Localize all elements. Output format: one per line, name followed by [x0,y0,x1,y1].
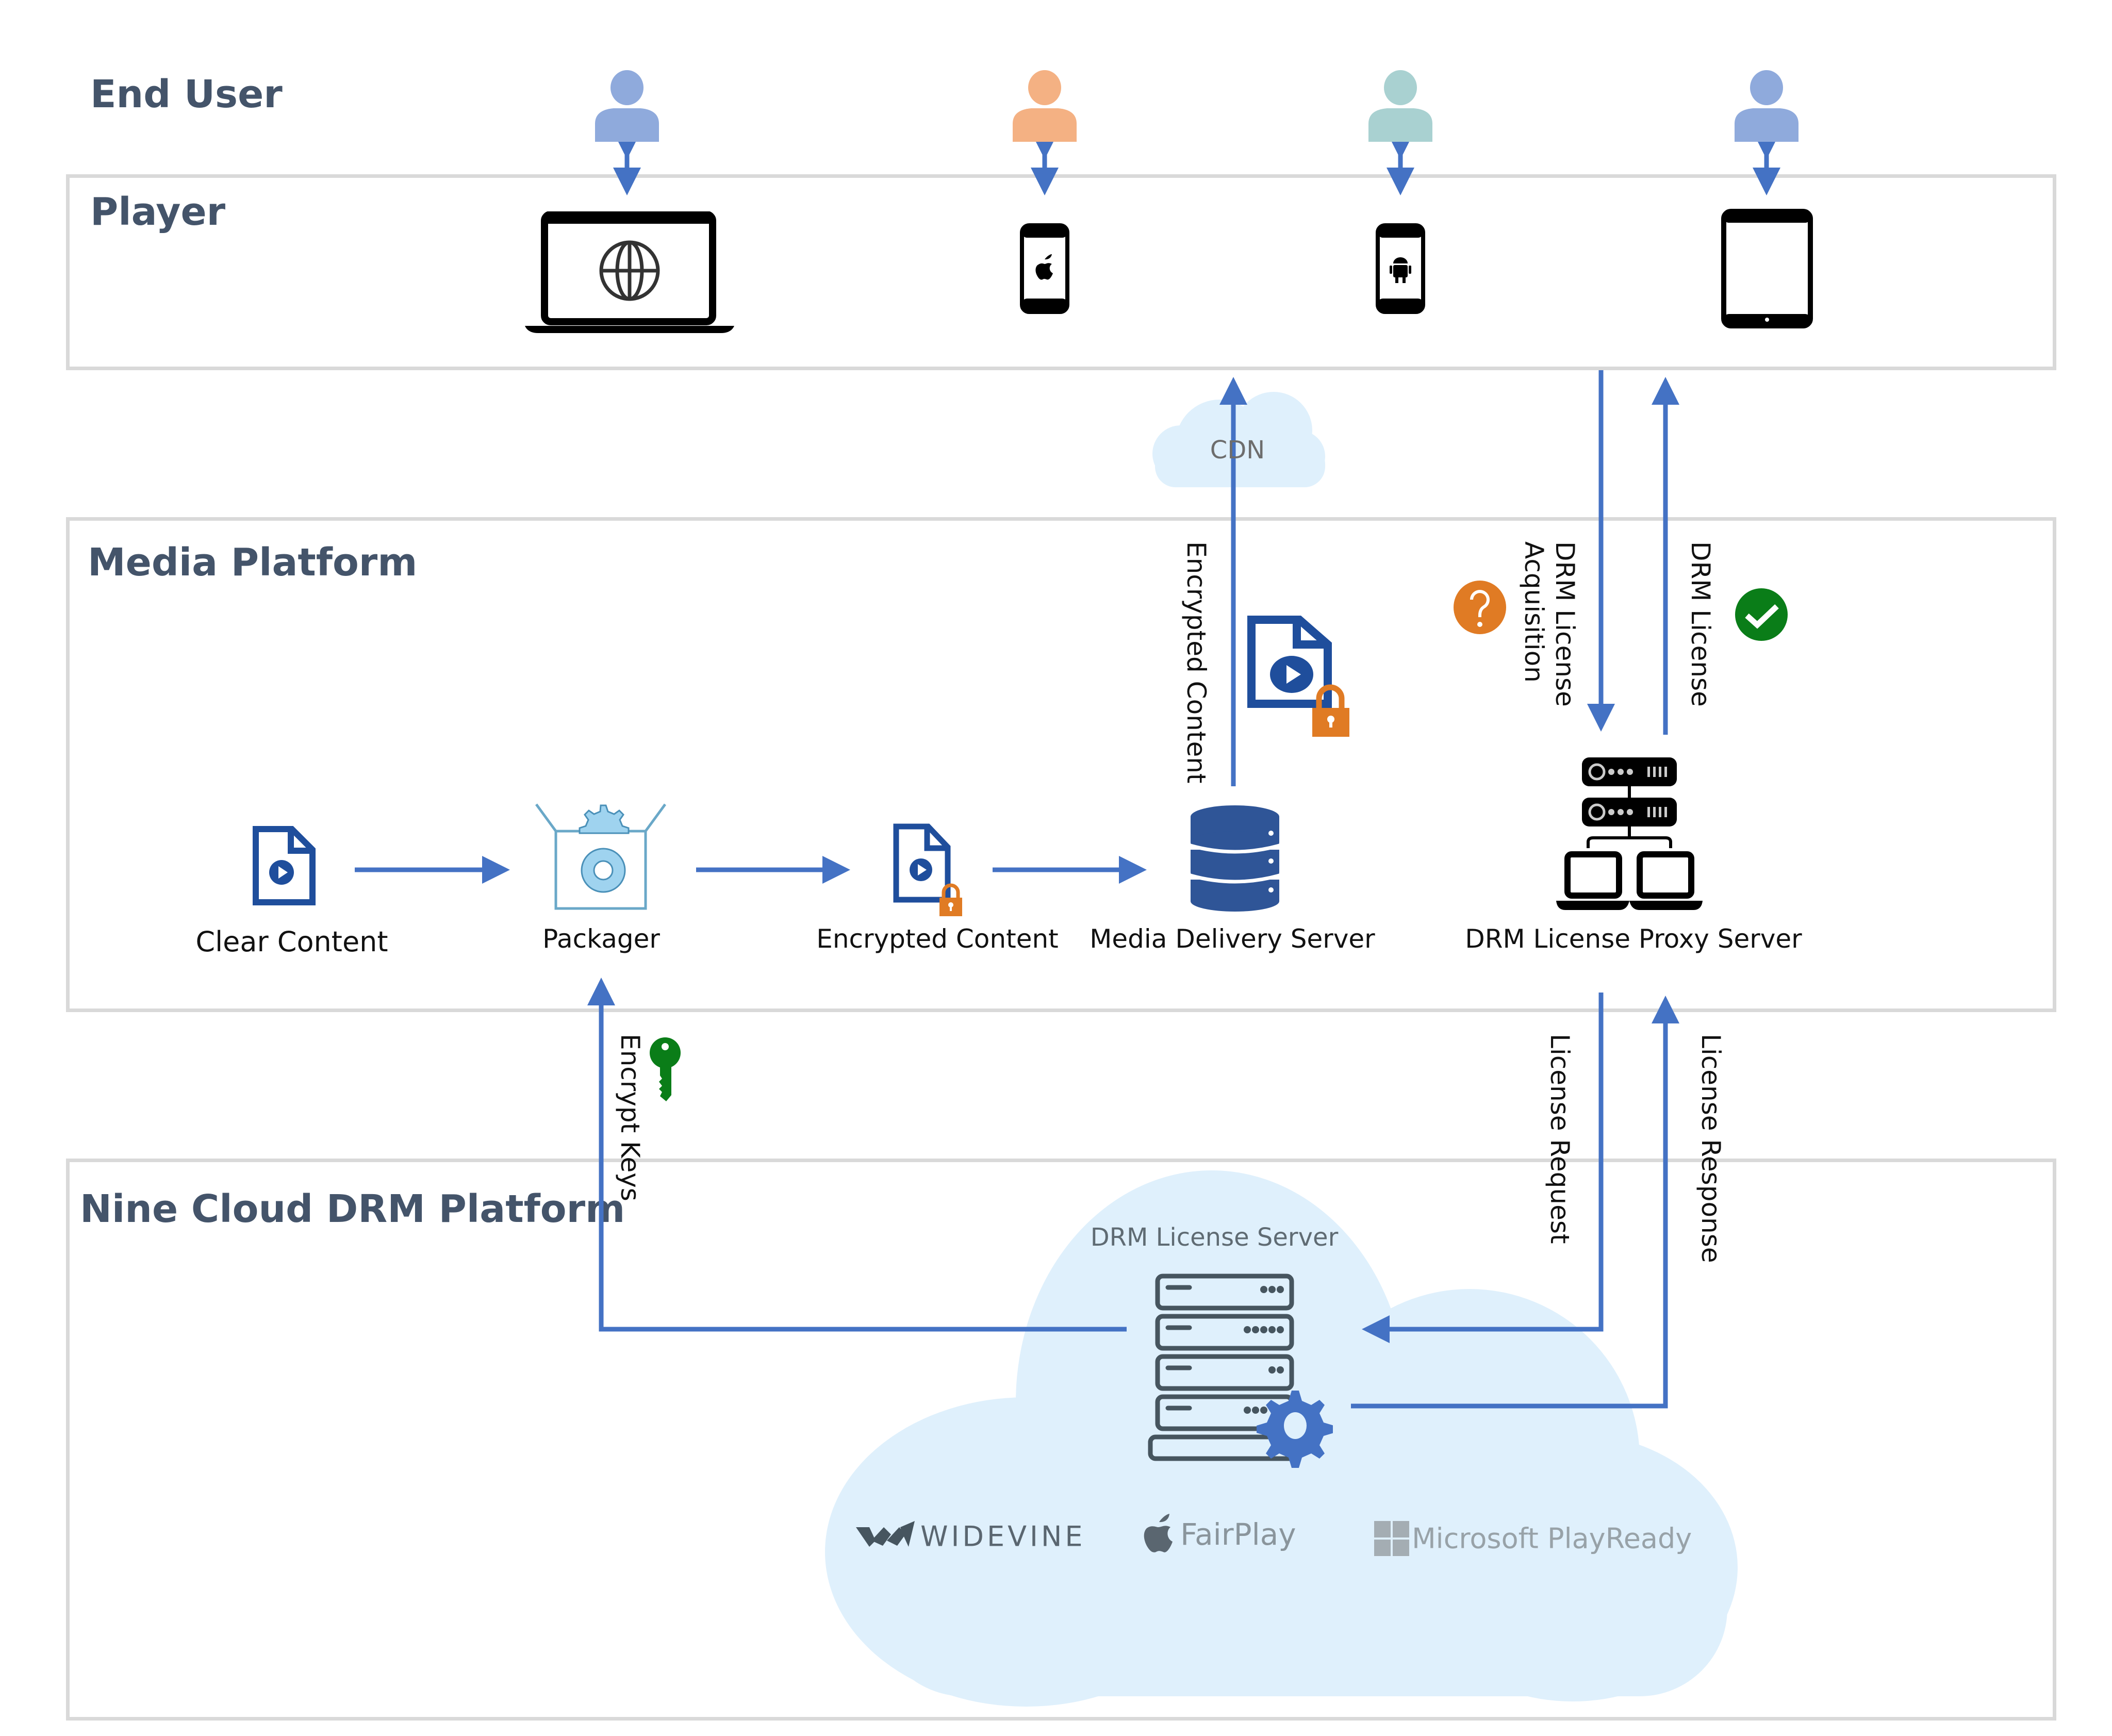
media-delivery-server-label: Media Delivery Server [1090,924,1375,954]
arrow-encrypt-keys [587,978,1127,1332]
encrypt-keys-label: Encrypt Keys [615,1034,645,1201]
tablet-icon [1721,209,1813,328]
widevine-logo: WIDEVINE [856,1520,1086,1553]
fairplay-label: FairPlay [1180,1517,1296,1552]
drm-license-server-icon [1148,1274,1333,1468]
clear-content-label: Clear Content [195,925,388,958]
drm-platform-lane [66,1159,2056,1721]
playready-logo: Microsoft PlayReady [1374,1521,1692,1556]
laptop-browser-icon [525,211,734,333]
player-lane [66,174,2056,370]
drm-license-flow-label: DRM License [1686,541,1715,707]
apple-icon [1144,1514,1173,1552]
drm-proxy-server-icon [1556,757,1703,910]
cdn-label: CDN [1210,436,1265,465]
media-platform-lane [66,517,2056,1012]
media-delivery-database-icon [1190,805,1280,912]
user-icon [1735,70,1798,142]
iphone-icon [1020,223,1069,314]
playready-label: Microsoft PlayReady [1412,1522,1692,1555]
drm-license-acquisition-line1: DRM License [1550,541,1580,707]
question-icon [1454,581,1506,634]
drm-license-server-label: DRM License Server [1090,1223,1339,1252]
arrow-license-response [1351,996,1679,1409]
widevine-icon [856,1521,915,1547]
packager-label: Packager [542,924,660,954]
user-icon [1013,70,1077,142]
packager-icon [535,803,667,910]
lane-title-end-user: End User [90,72,283,117]
check-icon [1735,588,1788,641]
lane-title-drm-platform: Nine Cloud DRM Platform [80,1187,625,1231]
cdn-cloud [1152,392,1325,487]
android-phone-icon [1376,223,1425,314]
microsoft-icon [1374,1521,1409,1556]
license-response-label: License Response [1696,1034,1726,1263]
encrypted-content-label: Encrypted Content [816,924,1059,954]
clear-content-file-icon [253,826,316,905]
widevine-label: WIDEVINE [920,1520,1086,1553]
user-icon [595,70,659,142]
arrow-license-request [1362,993,1604,1343]
encrypted-content-file-icon [893,823,962,916]
encrypted-content-flow-label: Encrypted Content [1181,541,1211,784]
license-request-label: License Request [1545,1034,1575,1244]
encrypted-content-floating-file-icon [1247,616,1349,737]
drm-cloud [825,1170,1738,1707]
key-icon [650,1037,681,1101]
drm-license-acquisition-label: DRM License Acquisition [1519,541,1580,707]
fairplay-logo: FairPlay [1140,1511,1296,1558]
drm-license-acquisition-line2: Acquisition [1519,541,1549,683]
lane-title-media-platform: Media Platform [88,540,418,585]
user-icon [1368,70,1432,142]
lane-title-player: Player [90,190,226,234]
drm-proxy-server-label: DRM License Proxy Server [1465,924,1802,954]
